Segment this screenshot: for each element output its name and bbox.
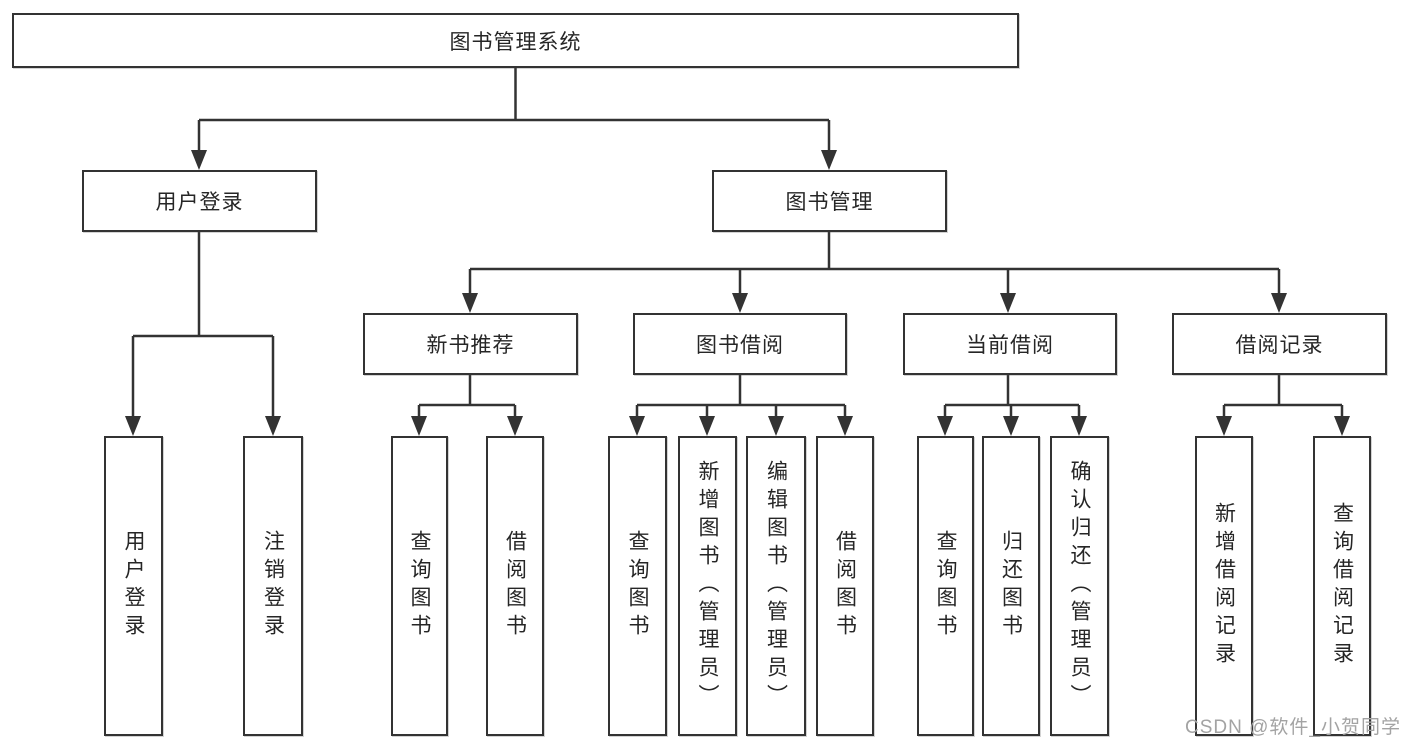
node-current-borrow: 当前借阅 bbox=[903, 313, 1117, 375]
node-current-borrow-label: 当前借阅 bbox=[966, 334, 1054, 357]
node-leaf-newbooks-borrow: 借阅图书 bbox=[486, 436, 544, 736]
node-new-books: 新书推荐 bbox=[363, 313, 578, 375]
node-leaf-borrow-query: 查询图书 bbox=[608, 436, 667, 736]
node-leaf-current-confirm: 确认归还（管理员） bbox=[1050, 436, 1109, 736]
node-leaf-borrow-add: 新增图书（管理员） bbox=[678, 436, 737, 736]
node-new-books-label: 新书推荐 bbox=[426, 334, 515, 357]
node-user-login: 用户登录 bbox=[82, 170, 317, 232]
node-leaf-user-login: 用户登录 bbox=[104, 436, 163, 736]
node-user-login-label: 用户登录 bbox=[155, 191, 244, 214]
node-book-mgmt-label: 图书管理 bbox=[785, 191, 874, 214]
node-leaf-records-query: 查询借阅记录 bbox=[1313, 436, 1371, 736]
node-leaf-logout-label: 注销登录 bbox=[261, 530, 285, 642]
node-leaf-records-add: 新增借阅记录 bbox=[1195, 436, 1253, 736]
node-leaf-newbooks-borrow-label: 借阅图书 bbox=[503, 530, 527, 642]
node-leaf-current-query: 查询图书 bbox=[917, 436, 974, 736]
node-leaf-logout: 注销登录 bbox=[243, 436, 303, 736]
node-leaf-borrow-borrow: 借阅图书 bbox=[816, 436, 874, 736]
node-leaf-current-query-label: 查询图书 bbox=[934, 530, 958, 642]
node-borrow-records: 借阅记录 bbox=[1172, 313, 1387, 375]
node-leaf-records-query-label: 查询借阅记录 bbox=[1330, 502, 1354, 670]
node-leaf-current-return-label: 归还图书 bbox=[999, 530, 1023, 642]
node-book-borrow: 图书借阅 bbox=[633, 313, 847, 375]
watermark: CSDN @软件_小贺同学 bbox=[1185, 717, 1401, 738]
node-leaf-borrow-query-label: 查询图书 bbox=[626, 530, 650, 642]
node-leaf-user-login-label: 用户登录 bbox=[122, 530, 146, 642]
node-leaf-current-return: 归还图书 bbox=[982, 436, 1040, 736]
node-book-borrow-label: 图书借阅 bbox=[696, 334, 784, 357]
node-root: 图书管理系统 bbox=[12, 13, 1019, 68]
node-leaf-records-add-label: 新增借阅记录 bbox=[1212, 502, 1236, 670]
node-book-mgmt: 图书管理 bbox=[712, 170, 947, 232]
node-root-label: 图书管理系统 bbox=[449, 30, 582, 54]
node-leaf-borrow-edit: 编辑图书（管理员） bbox=[746, 436, 806, 736]
node-leaf-newbooks-query: 查询图书 bbox=[391, 436, 448, 736]
node-borrow-records-label: 借阅记录 bbox=[1235, 334, 1324, 357]
node-leaf-current-confirm-label: 确认归还（管理员） bbox=[1068, 460, 1092, 712]
node-leaf-newbooks-query-label: 查询图书 bbox=[408, 530, 432, 642]
node-leaf-borrow-edit-label: 编辑图书（管理员） bbox=[764, 460, 788, 712]
node-leaf-borrow-add-label: 新增图书（管理员） bbox=[696, 460, 720, 712]
node-leaf-borrow-borrow-label: 借阅图书 bbox=[833, 530, 857, 642]
